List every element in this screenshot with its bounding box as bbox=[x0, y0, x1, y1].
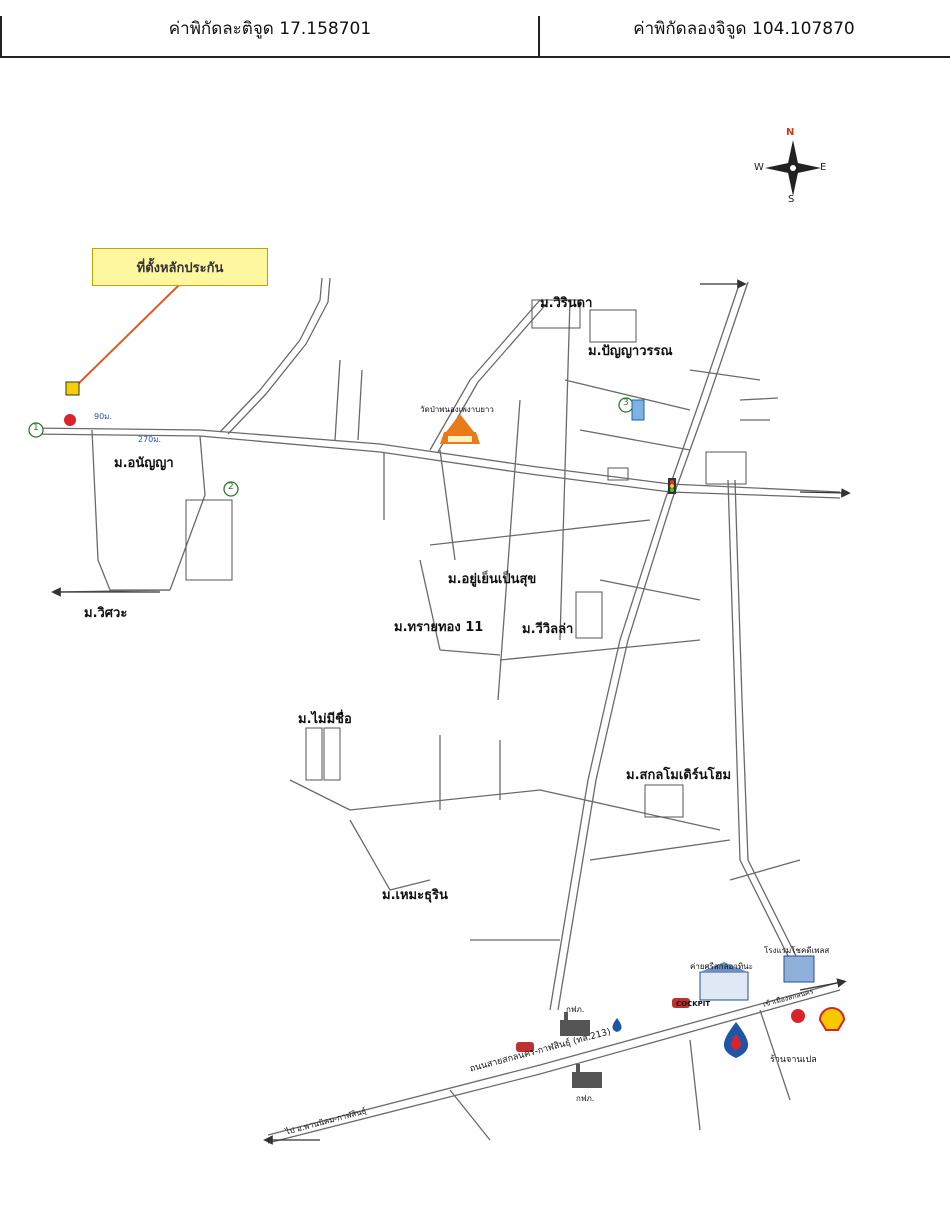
pea-factory-icon-2 bbox=[572, 1064, 602, 1088]
collateral-location-callout: ที่ตั้งหลักประกัน bbox=[92, 248, 268, 286]
marker-3-label: 3 bbox=[623, 398, 629, 408]
camp-icon bbox=[699, 962, 749, 1001]
village-hemathurin: ม.เหมะธุริน bbox=[382, 888, 448, 903]
cockpit-label: COCKPIT bbox=[676, 1000, 711, 1008]
hotel-label: โรงแรมโชคดีเพลส bbox=[764, 946, 830, 955]
village-maimichue: ม.ไม่มีชื่อ bbox=[298, 712, 352, 727]
village-wisawa: ม.วิศวะ bbox=[84, 606, 128, 621]
shell-logo-icon bbox=[818, 1007, 846, 1031]
village-ananya: ม.อนัญญา bbox=[114, 456, 174, 471]
compass-icon bbox=[765, 140, 821, 196]
compass-e-label: E bbox=[820, 162, 827, 173]
road-end-arrows bbox=[51, 279, 851, 1145]
village-saithong: ม.ทรายทอง 11 bbox=[394, 620, 484, 635]
longitude-label: ค่าพิกัดลองจิจูด 104.107870 bbox=[633, 18, 855, 39]
hotel-icon bbox=[783, 955, 815, 983]
callout-leader-line bbox=[73, 283, 181, 389]
housing-blocks bbox=[185, 299, 747, 818]
village-panyawan: ม.ปัญญาวรรณ bbox=[588, 344, 673, 359]
car-icon bbox=[516, 998, 690, 1052]
building-icon bbox=[631, 399, 645, 421]
traffic-light-icon bbox=[668, 478, 676, 494]
latitude-label: ค่าพิกัดละติจูด 17.158701 bbox=[168, 18, 372, 39]
temple-icon bbox=[440, 414, 480, 444]
marker-1-label: 1 bbox=[33, 423, 39, 433]
village-yuyen: ม.อยู่เย็นเป็นสุข bbox=[448, 572, 537, 587]
pea-factory-icon-1 bbox=[560, 1012, 590, 1036]
ptt-logo-icon bbox=[723, 1022, 749, 1058]
camp-label: ค่ายศรีสกลอาทินะ bbox=[690, 962, 753, 971]
village-wiwilla: ม.วีวิลล่า bbox=[522, 622, 574, 637]
temple-label: วัดป่าพนองเพงาบยาว bbox=[420, 405, 494, 414]
pea-label-2: กฟภ. bbox=[576, 1094, 595, 1103]
shell-shop-label: ร้านจานเปล bbox=[770, 1055, 817, 1065]
compass-n-label: N bbox=[786, 127, 795, 138]
distance-90m: 90ม. bbox=[94, 412, 112, 421]
village-vilinda: ม.วิรินดา bbox=[540, 296, 593, 311]
marker-2-label: 2 bbox=[228, 482, 234, 492]
village-sakonmodern: ม.สกลโมเดิร์นโฮม bbox=[626, 768, 732, 783]
fuel-station-icon bbox=[64, 414, 805, 1023]
compass-s-label: S bbox=[788, 194, 795, 205]
coordinate-header: ค่าพิกัดละติจูด 17.158701 ค่าพิกัดลองจิจ… bbox=[0, 0, 950, 58]
ptt-small-icon bbox=[612, 1018, 622, 1032]
compass-w-label: W bbox=[754, 162, 764, 173]
distance-270m: 270ม. bbox=[138, 435, 162, 444]
pea-label-1: กฟภ. bbox=[566, 1005, 585, 1014]
property-marker bbox=[65, 381, 80, 396]
